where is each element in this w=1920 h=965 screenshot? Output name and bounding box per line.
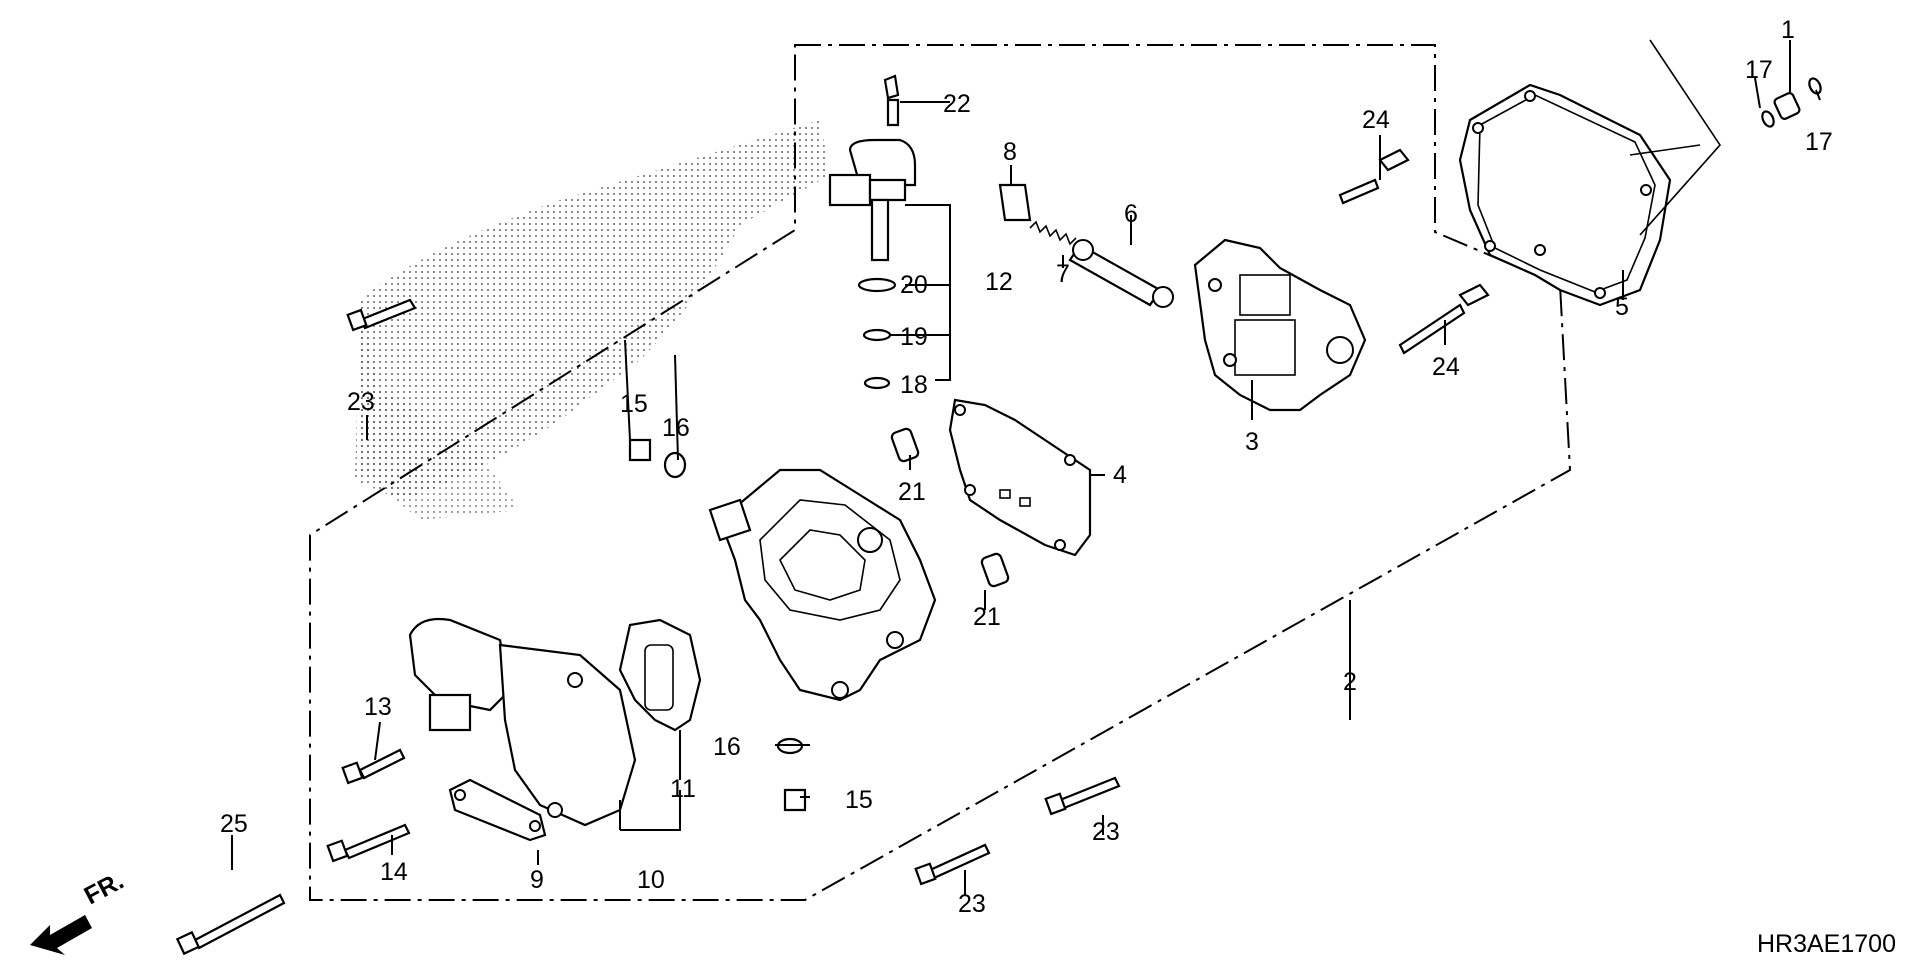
- front-direction-label: FR.: [80, 867, 129, 911]
- bolts: [175, 148, 1490, 956]
- plug-part-1: [1761, 77, 1822, 128]
- diagram-code: HR3AE1700: [1757, 930, 1896, 958]
- solenoid-part-12: [828, 74, 917, 262]
- callout-22: 22: [943, 90, 971, 118]
- callout-5: 5: [1615, 293, 1629, 321]
- callout-13: 13: [364, 693, 392, 721]
- callout-23-bottom: 23: [958, 890, 986, 918]
- callout-17-left: 17: [1745, 56, 1773, 84]
- callout-14: 14: [380, 858, 408, 886]
- callout-3: 3: [1245, 428, 1259, 456]
- separator-plate-part-4: [948, 398, 1092, 557]
- callout-9: 9: [530, 866, 544, 894]
- callout-16-upper: 16: [662, 414, 690, 442]
- callout-2: 2: [1343, 668, 1357, 696]
- callout-15-lower: 15: [845, 786, 873, 814]
- callout-15-upper: 15: [620, 390, 648, 418]
- callout-16-lower: 16: [713, 733, 741, 761]
- assembly-boundary: [309, 44, 1572, 901]
- valve-body-main: [708, 468, 937, 702]
- clip-part-8: [998, 183, 1032, 222]
- callout-20: 20: [900, 271, 928, 299]
- callout-labels: 1 2 3 4 5 6 7 8 9 10 11 12 13 14 15 15 1…: [220, 16, 1833, 918]
- callout-21-lower: 21: [973, 603, 1001, 631]
- callout-19: 19: [900, 323, 928, 351]
- callout-11: 11: [670, 775, 696, 803]
- callout-1: 1: [1781, 16, 1795, 44]
- callout-18: 18: [900, 371, 928, 399]
- dowel-pins-part-21: [890, 427, 1010, 588]
- bracket-part-9: [448, 778, 547, 842]
- spring-part-7: [1029, 220, 1077, 246]
- callout-10: 10: [637, 866, 665, 894]
- callout-7: 7: [1056, 260, 1070, 288]
- callout-21-upper: 21: [898, 478, 926, 506]
- callout-4: 4: [1113, 461, 1127, 489]
- linear-solenoid-part-10: [408, 617, 637, 827]
- callout-23-right: 23: [1092, 818, 1120, 846]
- callout-24-upper: 24: [1362, 106, 1390, 134]
- callout-25: 25: [220, 810, 248, 838]
- leader-lines: [231, 40, 1821, 895]
- callout-23-left: 23: [347, 388, 375, 416]
- callout-6: 6: [1124, 200, 1138, 228]
- gasket-part-5: [1458, 83, 1672, 307]
- valve-part-6: [1068, 239, 1174, 308]
- o-rings-18-19-20: [857, 277, 897, 390]
- callout-12: 12: [985, 268, 1013, 296]
- valve-body-part-3: [1193, 238, 1367, 412]
- gasket-part-11: [618, 618, 702, 732]
- callout-17-right: 17: [1805, 128, 1833, 156]
- callout-24-lower: 24: [1432, 353, 1460, 381]
- callout-8: 8: [1003, 138, 1017, 166]
- front-direction-arrow: FR.: [30, 867, 128, 955]
- transmission-case-shading: [355, 120, 830, 520]
